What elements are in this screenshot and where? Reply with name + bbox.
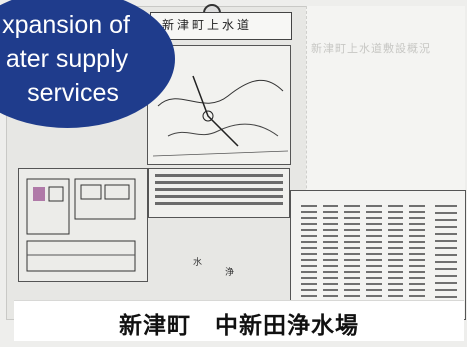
facility-plan-panel xyxy=(18,168,148,282)
facility-plan-drawing xyxy=(26,178,136,272)
map-small-label: 浄 xyxy=(225,268,235,278)
caption-text: 新津町 中新田浄水場 xyxy=(119,313,359,339)
text-panel xyxy=(148,168,290,218)
document-header-title: 新津町上水道 xyxy=(162,18,253,32)
badge-line-2: ater supply xyxy=(5,45,129,73)
badge-line-3: services xyxy=(27,79,119,107)
topic-badge-text: xpansion of ater supply services xyxy=(0,8,150,110)
map-small-label: 水 xyxy=(193,258,203,268)
badge-line-1: xpansion of xyxy=(2,11,130,39)
right-text-panel xyxy=(290,190,466,320)
document-header xyxy=(150,12,292,40)
caption-bar: 新津町 中新田浄水場 xyxy=(14,300,464,341)
map-drawing xyxy=(152,75,289,157)
faded-header-text: 新津町上水道敷設概況 xyxy=(311,42,431,54)
